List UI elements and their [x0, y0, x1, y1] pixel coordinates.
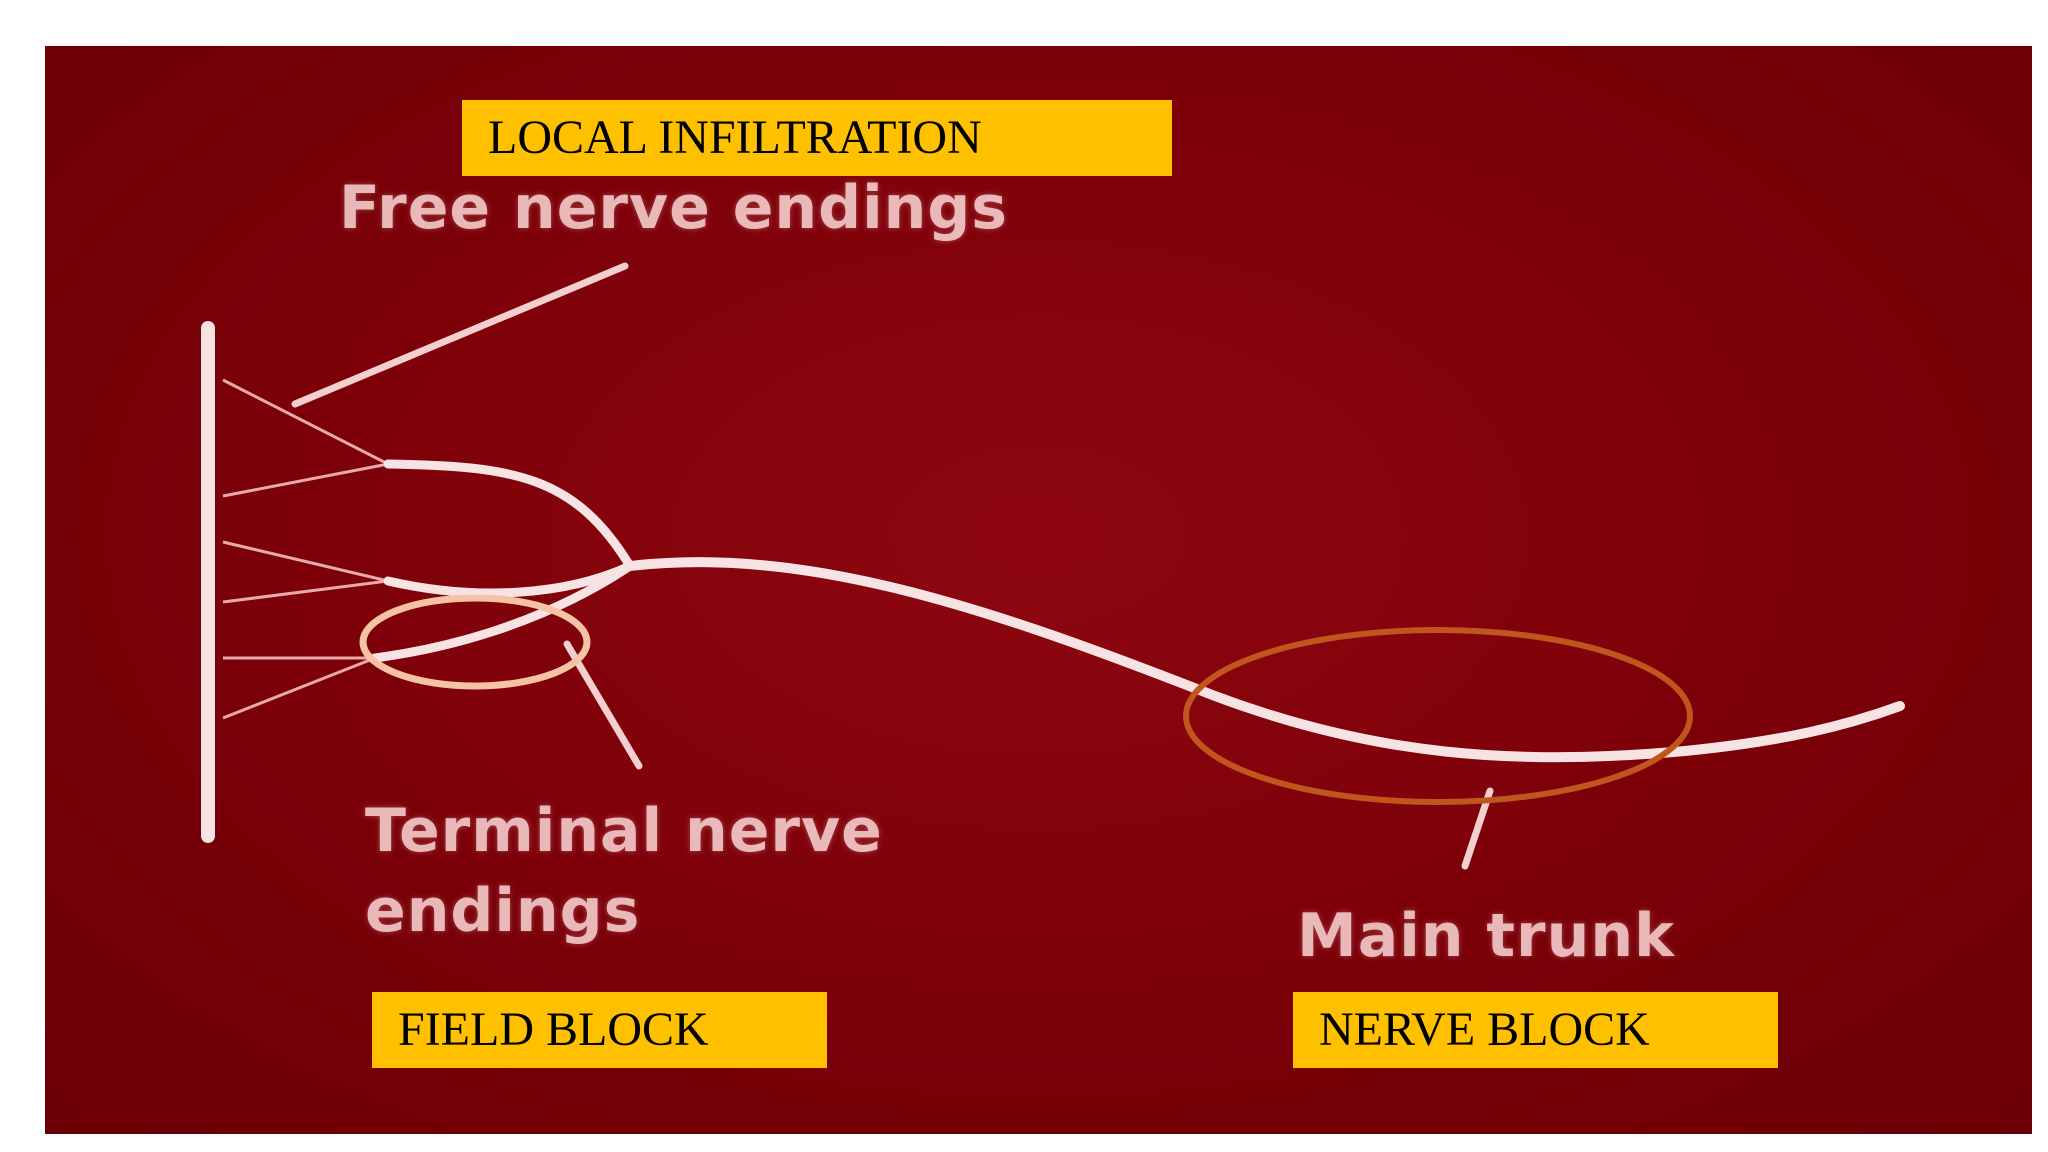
free-nerve-endings — [222, 378, 389, 720]
main-nerve-trunk — [625, 557, 1905, 763]
nerve-block-tag: NERVE BLOCK — [1293, 992, 1778, 1068]
field-block-tag: FIELD BLOCK — [372, 992, 827, 1068]
terminal-nerve-branches — [370, 459, 635, 663]
nerve-diagram — [201, 262, 1905, 870]
free-endings-pointer — [291, 262, 629, 408]
main-trunk-label: Main trunk — [1297, 901, 1675, 971]
slide: LOCAL INFILTRATION Free nerve endings Te… — [45, 46, 2032, 1134]
main-trunk-pointer — [1461, 787, 1494, 870]
free-nerve-endings-label: Free nerve endings — [339, 173, 1009, 243]
local-infiltration-tag: LOCAL INFILTRATION — [462, 100, 1172, 176]
field-block-ring — [359, 594, 591, 690]
terminal-nerve-endings-label-line2: endings — [365, 876, 641, 946]
terminal-nerve-endings-label-line1: Terminal nerve — [365, 796, 883, 866]
nerve-block-ring — [1183, 627, 1693, 805]
terminal-endings-pointer — [563, 640, 643, 770]
